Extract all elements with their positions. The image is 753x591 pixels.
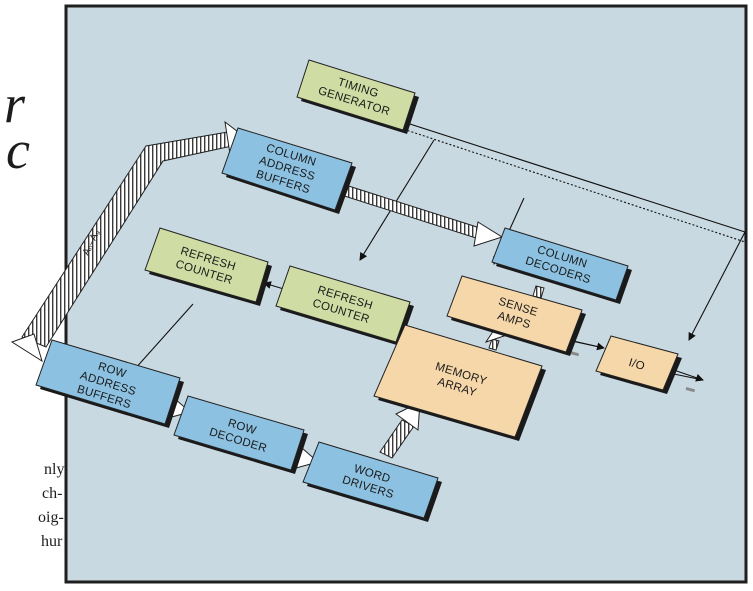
timing-line-dotted (399, 127, 746, 243)
io-label: I/O (627, 357, 646, 373)
margin-line-2: ch- (42, 485, 62, 502)
block-memory-array: MEMORY ARRAY (373, 324, 546, 441)
block-io: I/O (595, 335, 682, 394)
margin-line-4: hur (41, 533, 63, 550)
array-to-sense-path (488, 338, 500, 351)
margin-glyph-top: r (4, 74, 26, 134)
control-lines (124, 114, 746, 382)
block-row-decoder: ROW DECODER (173, 395, 308, 474)
block-timing-generator: TIMING GENERATOR (296, 59, 419, 134)
block-row-address-buffers: ROW ADDRESS BUFFERS (35, 339, 184, 428)
margin-text: r c nly ch- oig- hur (4, 74, 64, 550)
block-word-drivers: WORD DRIVERS (302, 441, 442, 522)
io-pin-marks (569, 350, 696, 393)
block-column-address-buffers: COLUMN ADDRESS BUFFERS (221, 127, 356, 214)
block-column-decoders: COLUMN DECODERS (491, 227, 632, 304)
timing-line-upper (381, 114, 746, 233)
margin-line-3: oig- (38, 509, 64, 526)
margin-glyph-bottom: c (6, 120, 30, 180)
column-buffers-to-decoders-arrowhead (473, 221, 504, 247)
block-sense-amps: SENSE AMPS (446, 275, 586, 356)
address-bus-arrowhead-bottom (10, 333, 43, 363)
margin-line-1: nly (44, 461, 64, 478)
block-refresh-counter-left: REFRESH COUNTER (144, 227, 272, 306)
timing-to-io-line (688, 231, 746, 341)
io-pin-mark-left (569, 350, 580, 357)
block-refresh-counter-right: REFRESH COUNTER (275, 265, 414, 346)
io-pin-mark-right (685, 386, 696, 393)
timing-to-refresh-counter-line (359, 139, 435, 261)
